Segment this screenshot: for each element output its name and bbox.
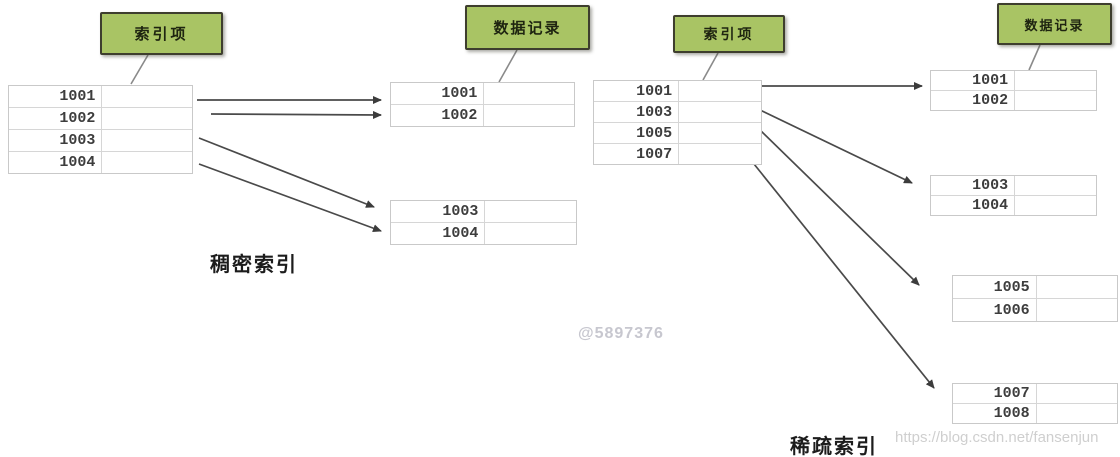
record-data-cell [1015,196,1096,215]
table-row: 1004 [391,223,576,244]
table-row: 1003 [391,201,576,223]
watermark-user-id: @5897376 [578,325,664,342]
table-row: 1002 [9,108,192,130]
sparse-record-block-4: 1007 1008 [952,383,1118,424]
sparse-index-table: 1001 1003 1005 1007 [593,80,762,165]
record-data-cell [1015,176,1096,195]
record-data-cell [1015,91,1096,110]
record-data-cell [1037,299,1117,321]
dense-record-block-1: 1001 1002 [390,82,575,127]
pointer-cell [102,86,192,107]
sparse-record-block-1: 1001 1002 [930,70,1097,111]
pointer-cell [679,81,761,101]
record-key-cell: 1001 [391,83,485,104]
record-key-cell: 1007 [953,384,1037,403]
dense-record-block-2: 1003 1004 [390,200,577,245]
table-row: 1003 [9,130,192,152]
dense-index-table: 1001 1002 1003 1004 [8,85,193,174]
index-key-cell: 1003 [594,102,680,122]
table-row: 1001 [391,83,574,105]
index-key-cell: 1002 [9,108,103,129]
record-key-cell: 1008 [953,404,1037,423]
record-key-cell: 1005 [953,276,1037,298]
record-data-cell [1015,71,1096,90]
table-row: 1005 [594,123,761,144]
table-row: 1001 [594,81,761,102]
sparse-index-item-callout: 索引项 [673,15,785,53]
sparse-index-arrows [753,82,935,389]
pointer-cell [102,152,192,173]
index-key-cell: 1003 [9,130,103,151]
record-data-cell [485,223,576,244]
table-row: 1005 [953,276,1117,299]
record-key-cell: 1004 [931,196,1016,215]
table-row: 1002 [931,91,1096,110]
table-row: 1003 [931,176,1096,196]
record-key-cell: 1002 [391,105,485,126]
record-data-cell [484,105,574,126]
pointer-cell [102,130,192,151]
table-row: 1004 [931,196,1096,215]
index-key-cell: 1001 [594,81,680,101]
sparse-record-block-2: 1003 1004 [930,175,1097,216]
record-data-cell [1037,276,1117,298]
record-key-cell: 1004 [391,223,486,244]
dense-data-record-callout: 数据记录 [465,5,590,50]
record-key-cell: 1001 [931,71,1016,90]
watermark-blog-url: https://blog.csdn.net/fansenjun [895,429,1099,446]
dense-data-record-callout-label: 数据记录 [493,20,562,37]
index-key-cell: 1005 [594,123,680,143]
table-row: 1001 [9,86,192,108]
record-data-cell [484,83,574,104]
index-key-cell: 1004 [9,152,103,173]
pointer-cell [102,108,192,129]
record-key-cell: 1006 [953,299,1037,321]
record-key-cell: 1003 [931,176,1016,195]
table-row: 1002 [391,105,574,126]
dense-index-item-callout-label: 索引项 [134,26,189,43]
sparse-data-record-callout-label: 数据记录 [1024,17,1085,33]
index-key-cell: 1007 [594,144,680,164]
table-row: 1001 [931,71,1096,91]
record-key-cell: 1002 [931,91,1016,110]
sparse-index-caption: 稀疏索引 [790,436,878,457]
table-row: 1004 [9,152,192,173]
record-data-cell [1037,404,1117,423]
sparse-index-item-callout-label: 索引项 [703,26,755,42]
dense-index-item-callout: 索引项 [100,12,223,55]
table-row: 1003 [594,102,761,123]
sparse-data-record-callout: 数据记录 [997,3,1112,45]
pointer-cell [679,144,761,164]
pointer-cell [679,102,761,122]
record-key-cell: 1003 [391,201,486,222]
table-row: 1008 [953,404,1117,423]
pointer-cell [679,123,761,143]
table-row: 1006 [953,299,1117,321]
table-row: 1007 [953,384,1117,404]
table-row: 1007 [594,144,761,164]
dense-index-arrows [197,96,382,232]
sparse-record-block-3: 1005 1006 [952,275,1118,322]
callout-connectors [130,44,1041,85]
index-key-cell: 1001 [9,86,103,107]
record-data-cell [485,201,576,222]
dense-index-caption: 稠密索引 [210,254,298,276]
record-data-cell [1037,384,1117,403]
